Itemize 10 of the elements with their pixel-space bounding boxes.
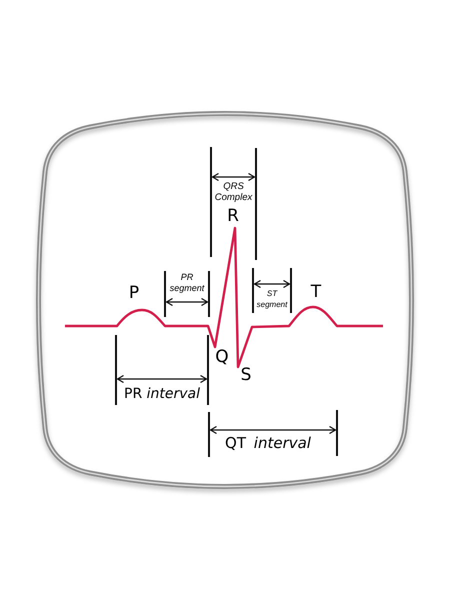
wave-label: P <box>128 284 140 302</box>
interval-label: QT interval <box>225 434 311 452</box>
wave-label: Q <box>215 348 229 366</box>
wave-label: T <box>310 283 322 301</box>
wave-label: R <box>227 207 239 225</box>
wave-label: S <box>240 366 252 384</box>
complex-label: QRS Complex <box>214 181 254 203</box>
interval-label: PR interval <box>124 386 200 403</box>
segment-label: ST segment <box>256 288 288 310</box>
segment-label: PR segment <box>168 272 206 294</box>
